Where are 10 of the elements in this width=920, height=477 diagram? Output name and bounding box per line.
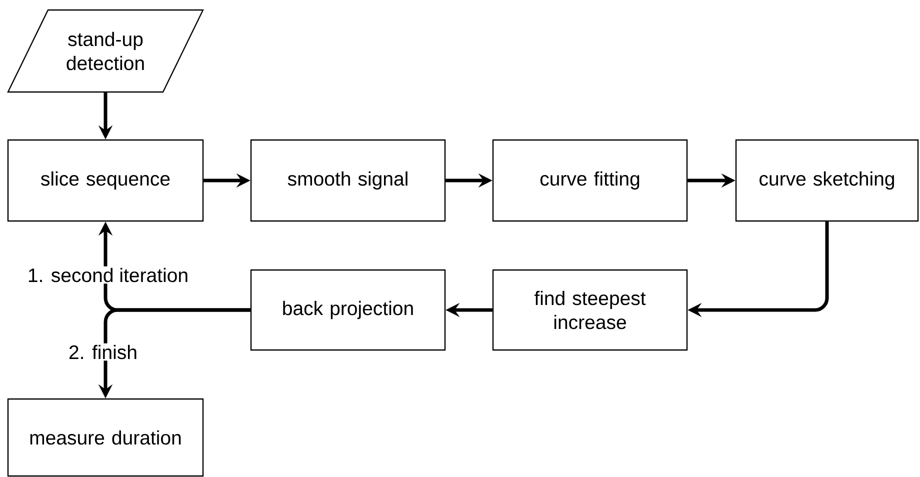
process-box: back projection [250, 269, 446, 351]
process-box: slice sequence [7, 139, 204, 222]
process-box: curve fitting [492, 139, 688, 222]
process-box: find steepest increase [492, 269, 688, 351]
process-box: curve sketching [735, 139, 919, 222]
edge-label: 1. second iteration [26, 266, 190, 284]
process-box: smooth signal [250, 139, 446, 222]
edge-label: 2. finish [67, 343, 139, 361]
process-box: measure duration [7, 398, 204, 477]
input-parallelogram: stand-up detection [7, 9, 204, 93]
